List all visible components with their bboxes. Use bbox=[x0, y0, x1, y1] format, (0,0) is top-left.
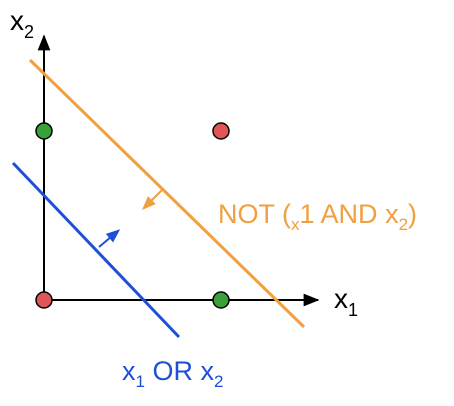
point-x1 bbox=[212, 291, 230, 309]
point-origin bbox=[35, 291, 53, 309]
point-both bbox=[212, 122, 230, 140]
or-boundary-line bbox=[11, 161, 181, 339]
nand-normal-arrow bbox=[142, 189, 163, 210]
or-label: x1 OR x2 bbox=[122, 356, 223, 391]
or-normal-arrow bbox=[98, 229, 121, 248]
x1-axis-label: x1 bbox=[334, 283, 358, 320]
nand-label: NOT (x1 AND x2) bbox=[218, 199, 417, 234]
x2-axis-label: x2 bbox=[10, 5, 34, 42]
nand-boundary-line bbox=[28, 58, 306, 329]
points-layer bbox=[35, 122, 230, 309]
point-x2 bbox=[35, 122, 53, 140]
